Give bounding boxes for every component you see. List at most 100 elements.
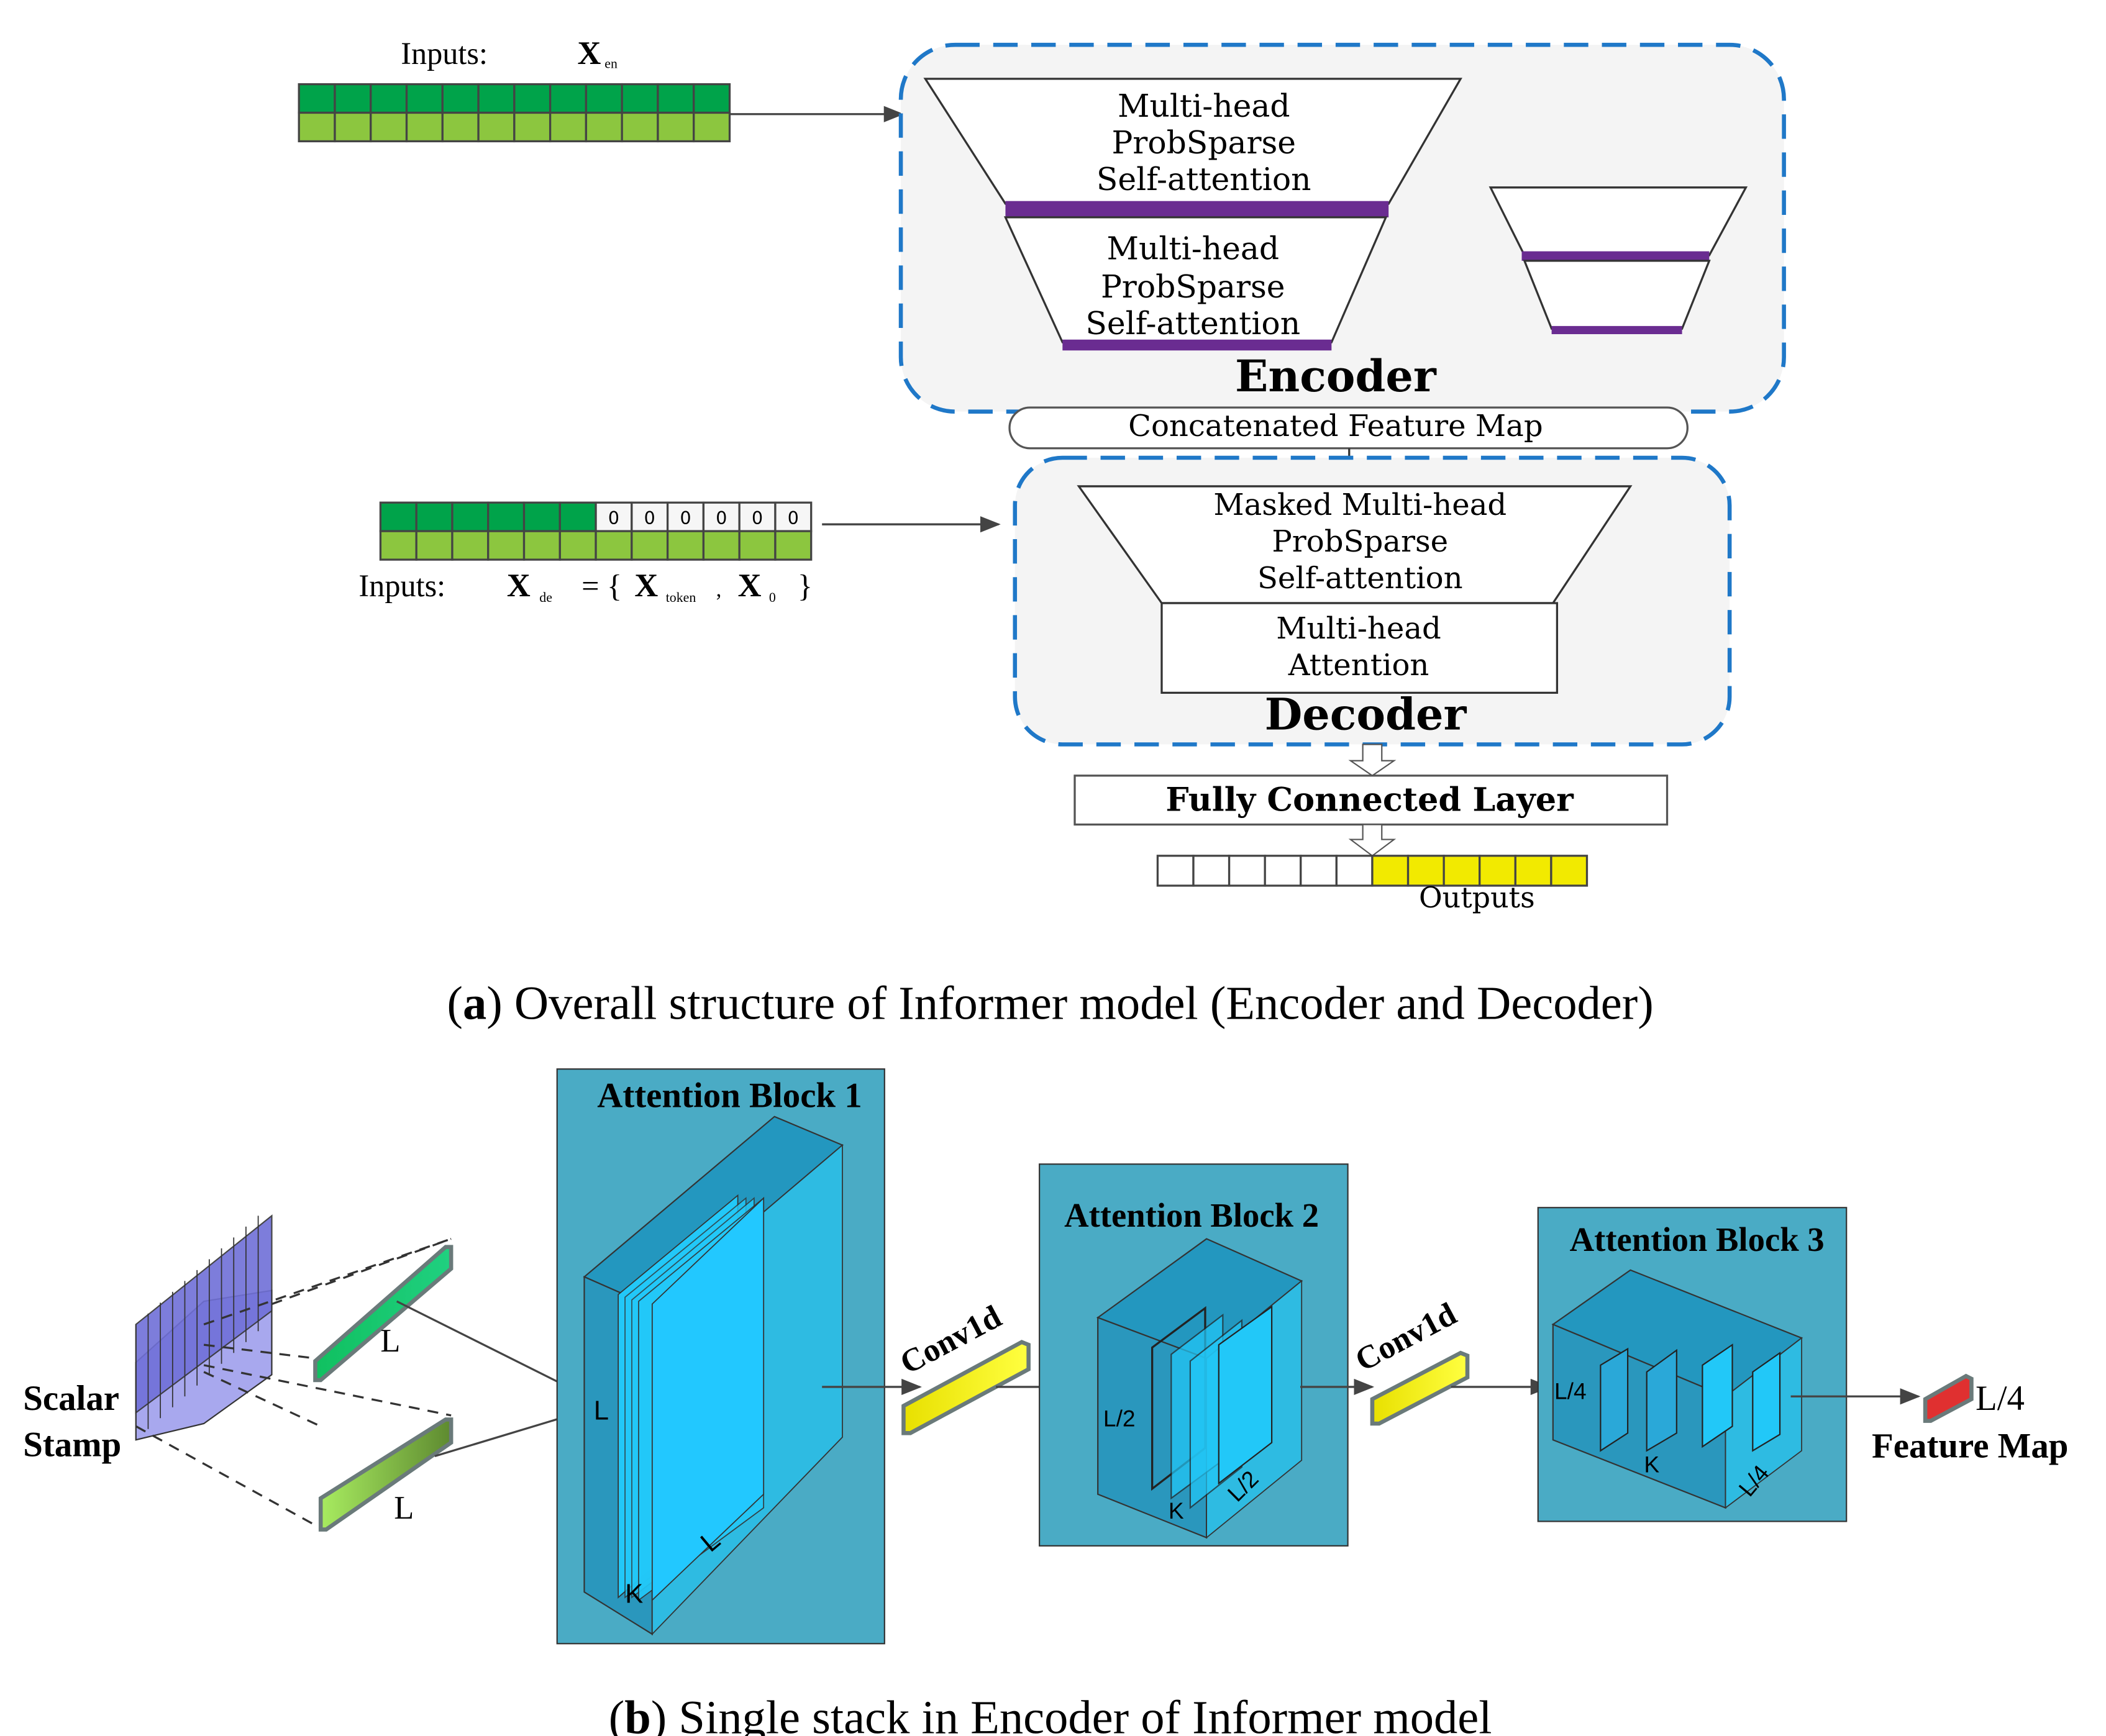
caption-a: (a) Overall structure of Informer model … [447,976,1654,1029]
decoder-title: Decoder [1265,688,1467,740]
distilling-bar [1062,339,1332,351]
caption-text: Single stack in Encoder of Informer mode… [667,1691,1492,1736]
encoder-input-label: Inputs: [401,36,488,71]
sequence-cell [595,530,633,561]
sequence-cell [370,83,408,114]
dim-label: L [394,1490,414,1526]
sequence-cell [693,111,731,143]
dim-label: K [1644,1452,1659,1478]
sequence-cell [1406,855,1445,887]
caption-text: Overall structure of Informer model (Enc… [503,976,1654,1029]
formula-part: token [666,590,696,605]
stamp-label: Stamp [23,1425,121,1464]
sequence-cell [774,501,813,532]
sequence-cell [477,111,516,143]
sequence-cell [666,530,705,561]
small-attention-1 [1488,186,1748,257]
projection-lines [135,1238,452,1529]
sequence-cell [621,83,659,114]
distilling-bar [1521,251,1710,261]
feature-map-label: Feature Map [1872,1427,2068,1466]
sequence-cell [522,501,561,532]
sequence-cell [415,501,454,532]
fully-connected-layer [1074,775,1669,826]
formula-part: = { [581,568,622,603]
sequence-cell [405,111,444,143]
small-attention-2 [1523,260,1711,330]
encoder-input-symbol: X [578,35,601,71]
caption-letter: a [463,976,486,1029]
formula-part: , [716,577,722,601]
attention-text: ProbSparse [1272,524,1448,559]
sequence-cell [1550,855,1589,887]
decoder-input-formula: Inputs: X de = { X token , X 0 } [358,568,813,605]
sequence-cell [657,111,695,143]
attention-text: Self-attention [1096,161,1311,198]
formula-part: 0 [769,590,776,605]
sequence-cell [451,501,490,532]
caption-letter: b [624,1691,651,1736]
fc-label: Fully Connected Layer [1165,781,1574,819]
dim-label: K [625,1579,643,1609]
sequence-cell [415,530,454,561]
sequence-cell [379,530,417,561]
hollow-down-arrow [1348,743,1397,777]
cross-attention [1160,602,1559,694]
arrow [434,1410,581,1458]
sequence-cell [657,83,695,114]
sequence-cell [558,501,597,532]
dim-label: K [1169,1497,1184,1524]
block2-attention-maps [1151,1305,1273,1509]
sequence-cell [441,83,480,114]
sequence-cell [558,530,597,561]
formula-part: X [634,568,658,604]
feature-map-output [1923,1373,1974,1423]
zero-token: 0 [752,508,763,529]
sequence-cell [370,111,408,143]
dim-label: L [594,1395,609,1425]
sequence-cell [693,83,731,114]
sequence-cell [513,111,552,143]
dim-label: L/2 [1103,1405,1136,1431]
sequence-cell [477,83,516,114]
sequence-cell [451,530,490,561]
dim-label: L/4 [1554,1378,1587,1404]
output-sequence [1156,855,1589,887]
formula-part: de [539,590,552,605]
concat-label: Concatenated Feature Map [1128,409,1543,443]
caption-b: (b) Single stack in Encoder of Informer … [609,1691,1492,1736]
sequence-cell [1228,855,1266,887]
dim-label: L/4 [1976,1379,2025,1418]
sequence-cell [738,530,777,561]
block1-attention-maps [618,1194,765,1602]
attention-text: Self-attention [1085,305,1300,342]
sequence-cell [631,530,669,561]
encoder-input-sequence [298,83,731,143]
sequence-cell [298,111,336,143]
attention-text: Multi-head [1276,611,1441,646]
sequence-cell [405,83,444,114]
attention-text: ProbSparse [1111,124,1296,161]
attention-text: Attention [1288,648,1429,683]
block2-title: Attention Block 2 [1064,1196,1319,1234]
decoder-input-label: Inputs: [358,568,445,603]
embedding-stack [135,1214,273,1441]
sequence-cell [513,83,552,114]
sequence-cell [1156,855,1195,887]
sequence-cell [585,83,623,114]
sequence-cell [487,530,526,561]
scalar-label: Scalar [23,1379,119,1418]
attention-text: Masked Multi-head [1213,488,1507,522]
sequence-cell [1335,855,1374,887]
panel-a: Inputs: X en Multi-head ProbSparse Self-… [298,35,1786,1029]
dim-label: L [380,1323,400,1359]
sequence-cell [522,530,561,561]
sequence-cell [334,83,372,114]
sequence-cell [621,111,659,143]
sequence-cell [774,530,813,561]
sequence-cell [441,111,480,143]
sequence-cell [1264,855,1302,887]
scalar-projection [313,1245,454,1383]
sequence-cell [487,501,526,532]
